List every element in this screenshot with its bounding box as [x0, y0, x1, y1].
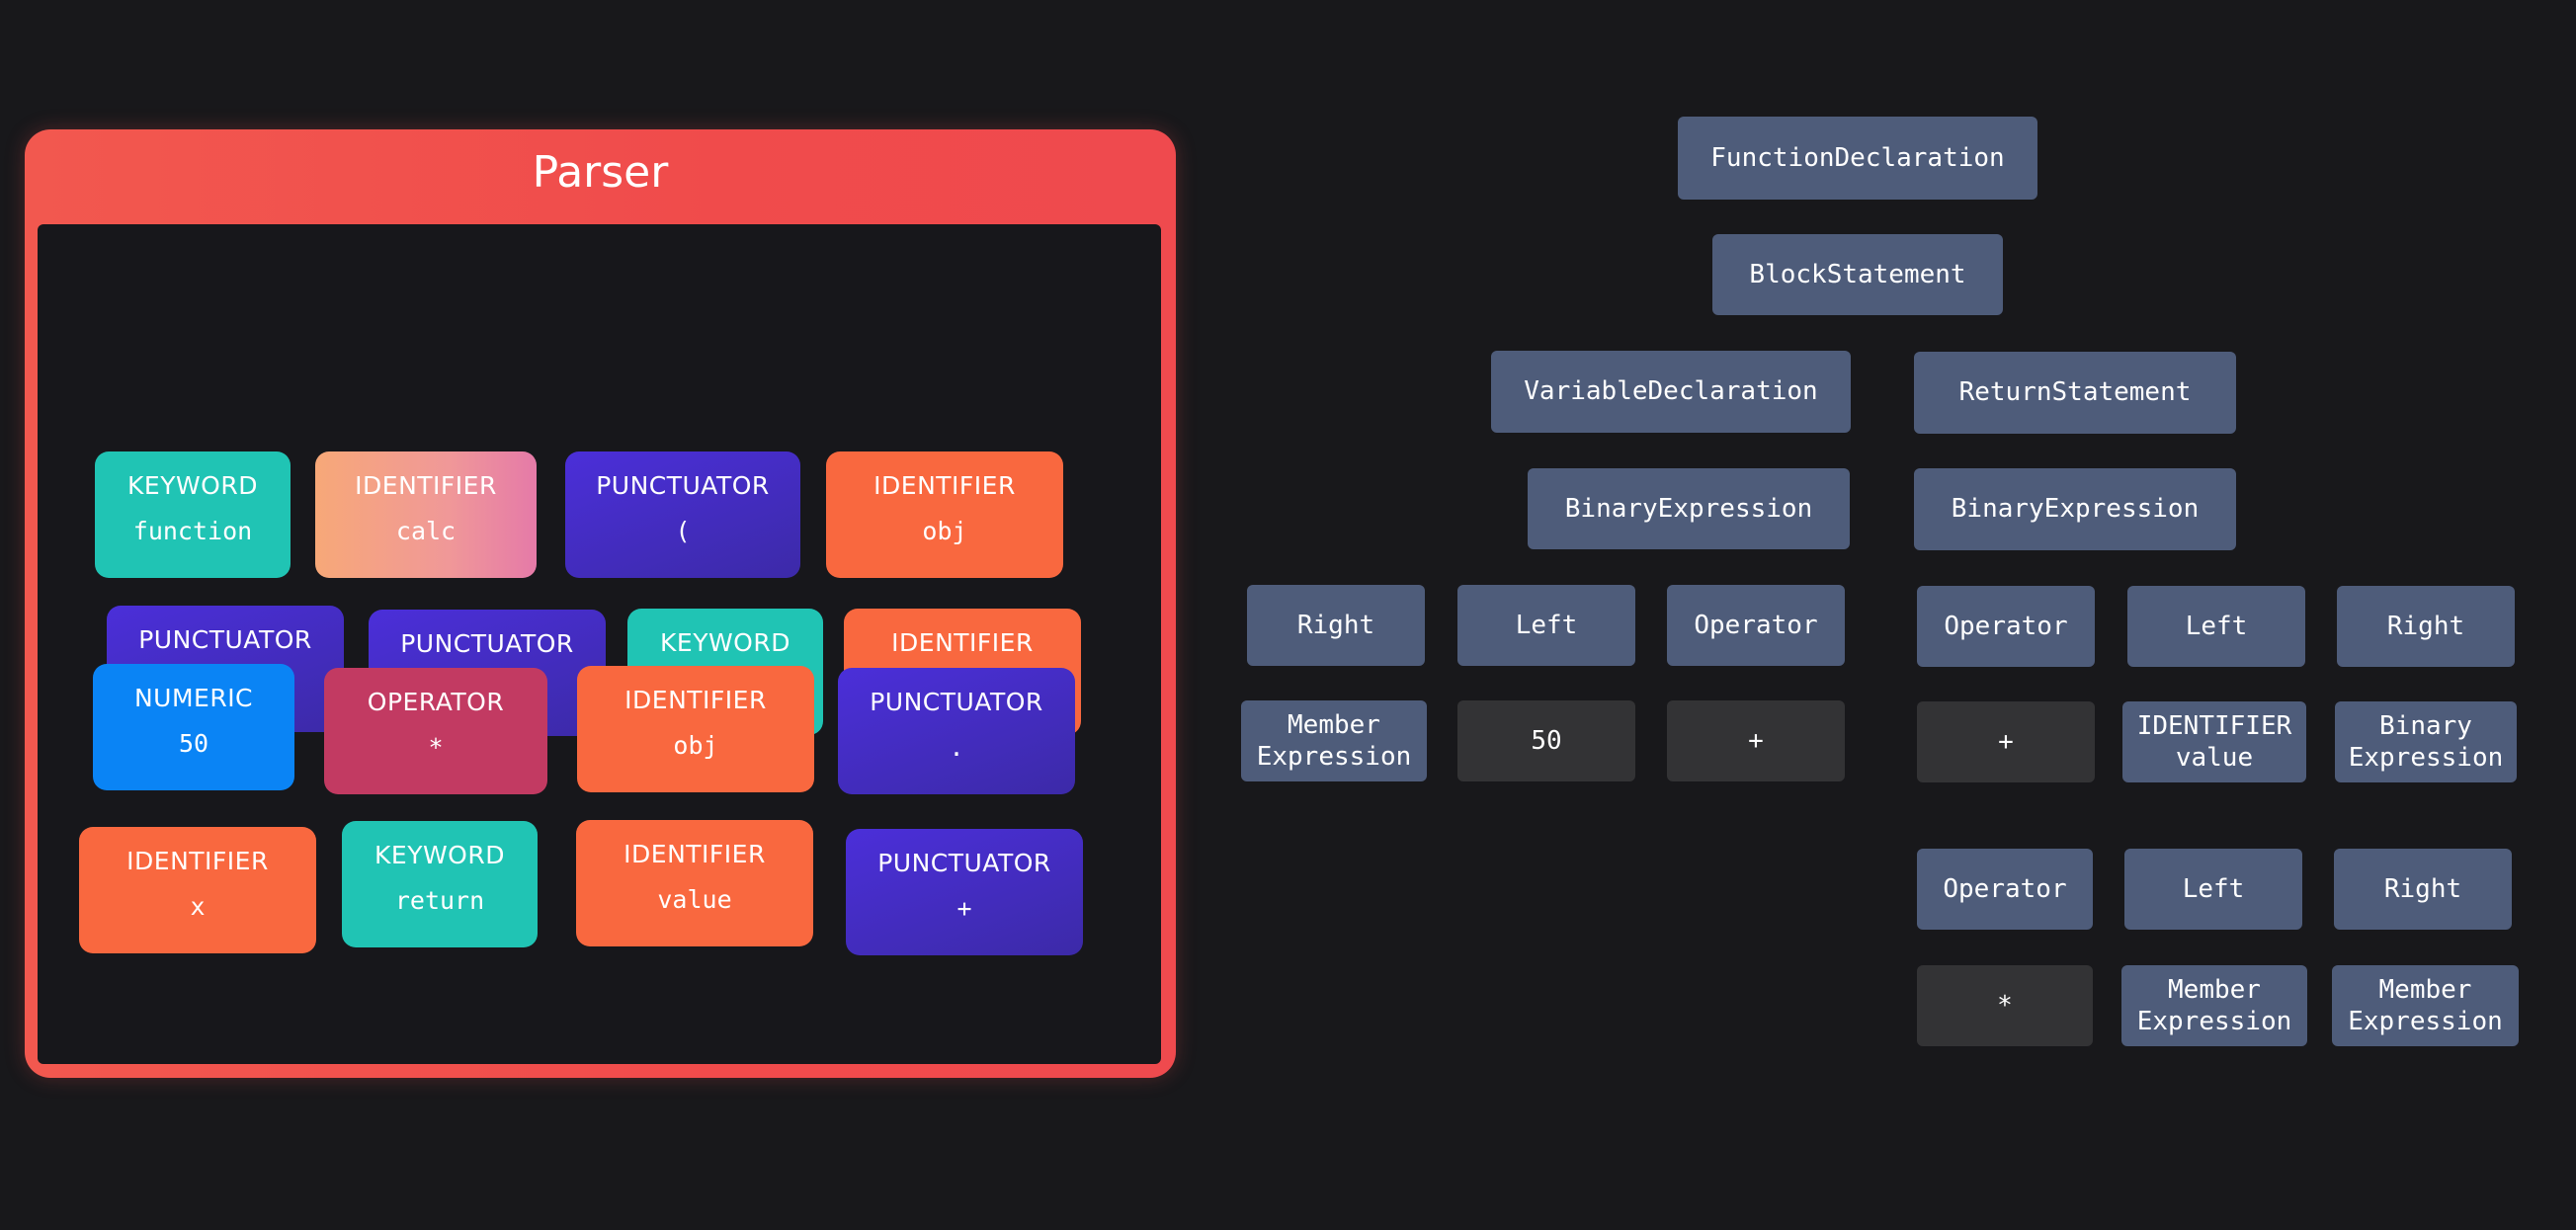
token-value: calc	[395, 517, 457, 545]
ast-return-left-value: IDENTIFIER value	[2122, 701, 2306, 782]
token-value: obj	[922, 517, 967, 545]
token-type: NUMERIC	[133, 684, 254, 712]
token-punctuator-open-paren: PUNCTUATOR (	[565, 451, 800, 578]
token-value: *	[428, 733, 444, 762]
ast-nested-right-value: Member Expression	[2332, 965, 2519, 1046]
token-identifier-obj: IDENTIFIER obj	[826, 451, 1063, 578]
token-identifier-obj-2: IDENTIFIER obj	[577, 666, 814, 792]
token-type: OPERATOR	[367, 688, 505, 716]
ast-nested-operator-value: *	[1917, 965, 2093, 1046]
token-keyword-function: KEYWORD function	[95, 451, 291, 578]
ast-return-left-label: Left	[2127, 586, 2305, 667]
ast-return-right-label: Right	[2337, 586, 2515, 667]
token-type: IDENTIFIER	[873, 471, 1016, 500]
ast-block-statement: BlockStatement	[1712, 234, 2003, 315]
token-type: IDENTIFIER	[126, 847, 269, 875]
ast-var-left-value: 50	[1457, 700, 1635, 781]
ast-binary-expression-left: BinaryExpression	[1528, 468, 1850, 549]
token-punctuator-dot: PUNCTUATOR .	[838, 668, 1075, 794]
token-type: IDENTIFIER	[891, 628, 1034, 657]
token-type: IDENTIFIER	[623, 840, 766, 868]
token-type: KEYWORD	[127, 471, 258, 500]
ast-var-operator-label: Operator	[1667, 585, 1845, 666]
token-type: PUNCTUATOR	[877, 849, 1051, 877]
ast-return-operator-value: +	[1917, 701, 2095, 782]
ast-nested-left-value: Member Expression	[2121, 965, 2307, 1046]
token-numeric-50: NUMERIC 50	[93, 664, 294, 790]
ast-return-right-value: Binary Expression	[2335, 701, 2517, 782]
ast-var-right-value: Member Expression	[1241, 700, 1427, 781]
parser-title: Parser	[532, 147, 669, 198]
token-value: x	[190, 892, 206, 921]
ast-return-operator-label: Operator	[1917, 586, 2095, 667]
token-value: (	[675, 517, 691, 545]
ast-nested-operator-label: Operator	[1917, 849, 2093, 930]
token-type: PUNCTUATOR	[870, 688, 1043, 716]
ast-binary-expression-right: BinaryExpression	[1914, 468, 2236, 550]
token-type: IDENTIFIER	[355, 471, 497, 500]
token-value: 50	[178, 729, 209, 758]
token-type: IDENTIFIER	[624, 686, 767, 714]
token-value: obj	[673, 731, 718, 760]
token-value: function	[132, 517, 253, 545]
ast-variable-declaration: VariableDeclaration	[1491, 351, 1851, 433]
token-identifier-x: IDENTIFIER x	[79, 827, 316, 953]
ast-var-left-label: Left	[1457, 585, 1635, 666]
parser-panel: Parser KEYWORD function IDENTIFIER calc …	[25, 129, 1176, 1078]
token-value: value	[657, 885, 732, 914]
token-value: +	[956, 894, 972, 923]
token-keyword-return: KEYWORD return	[342, 821, 538, 947]
ast-return-statement: ReturnStatement	[1914, 352, 2236, 434]
token-punctuator-plus: PUNCTUATOR +	[846, 829, 1083, 955]
parser-token-area: KEYWORD function IDENTIFIER calc PUNCTUA…	[38, 224, 1161, 1064]
token-type: KEYWORD	[660, 628, 790, 657]
ast-nested-left-label: Left	[2124, 849, 2302, 930]
token-value: return	[394, 886, 485, 915]
token-type: PUNCTUATOR	[596, 471, 770, 500]
token-type: PUNCTUATOR	[400, 629, 574, 658]
token-type: KEYWORD	[374, 841, 505, 869]
ast-nested-right-label: Right	[2334, 849, 2512, 930]
token-identifier-value-2: IDENTIFIER value	[576, 820, 813, 946]
ast-var-operator-value: +	[1667, 700, 1845, 781]
token-value: .	[949, 733, 964, 762]
token-type: PUNCTUATOR	[138, 625, 312, 654]
ast-var-right-label: Right	[1247, 585, 1425, 666]
token-identifier-calc: IDENTIFIER calc	[315, 451, 537, 578]
ast-function-declaration: FunctionDeclaration	[1678, 117, 2037, 200]
token-operator-multiply: OPERATOR *	[324, 668, 547, 794]
